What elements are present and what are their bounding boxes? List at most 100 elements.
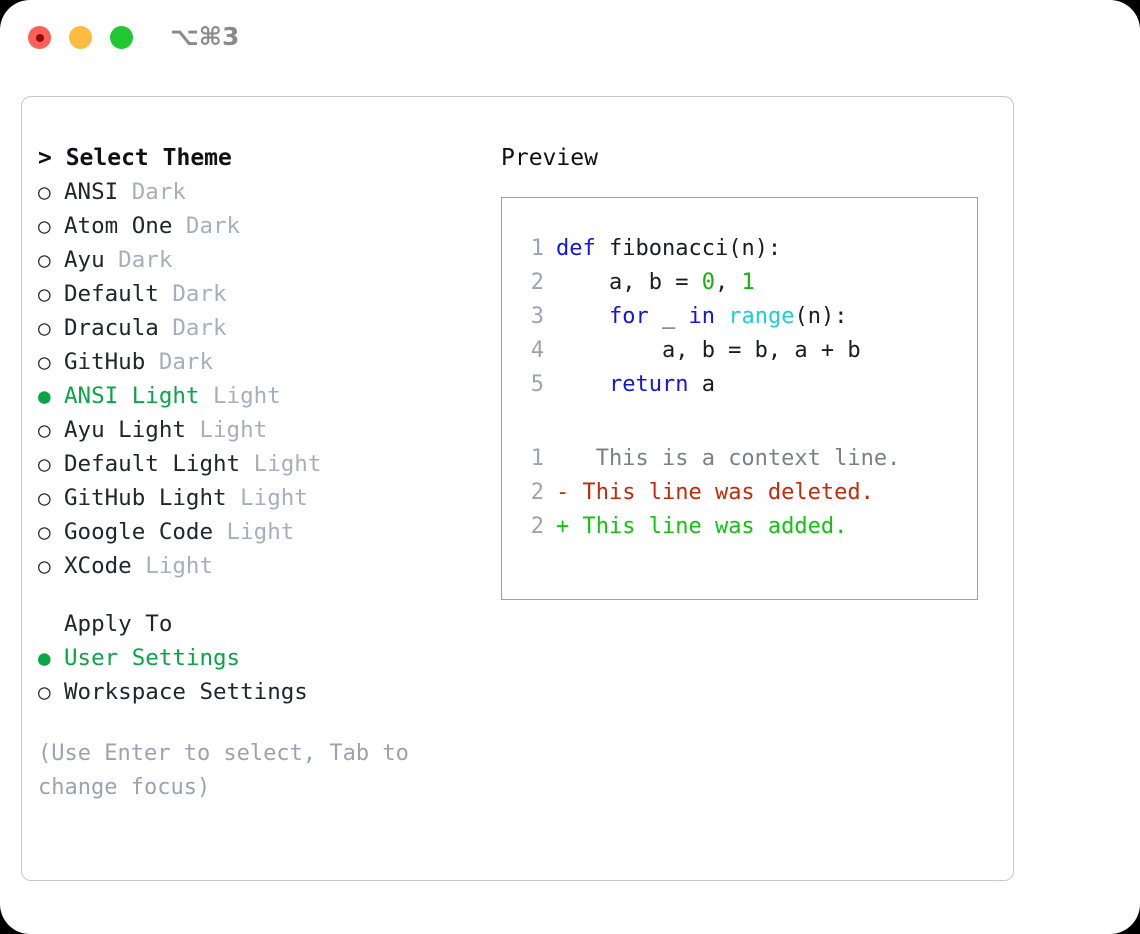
line-number: 2: [530, 270, 544, 295]
code-token: ,: [714, 270, 742, 295]
apply-to-header: Apply To: [64, 611, 173, 637]
diff-line: 1 This is a context line.: [518, 442, 977, 476]
theme-list-item[interactable]: ○ Google Code Light: [38, 515, 478, 549]
theme-list-item[interactable]: ○ XCode Light: [38, 549, 478, 583]
theme-variant-label: Light: [213, 519, 295, 545]
zoom-button-icon[interactable]: [110, 26, 133, 49]
line-number: 4: [530, 338, 544, 363]
diff-sign: -: [556, 480, 570, 505]
theme-list-item[interactable]: ○Default Dark: [38, 277, 478, 311]
code-line: 2 a, b = 0, 1: [518, 266, 977, 300]
line-number: 2: [530, 480, 544, 505]
theme-name-label: Default Light: [64, 451, 241, 477]
radio-unselected-icon[interactable]: ○: [38, 452, 51, 476]
theme-name-label: Google Code: [64, 519, 214, 545]
theme-variant-label: Dark: [158, 315, 227, 341]
theme-variant-label: Dark: [145, 349, 214, 375]
code-token: _: [648, 304, 689, 329]
tui-frame: > Select Theme ○ANSI Dark○Atom One Dark○…: [21, 96, 1014, 881]
section-spacer: [38, 583, 478, 607]
theme-variant-label: Dark: [118, 179, 186, 205]
theme-variant-label: Light: [226, 485, 308, 511]
keyboard-hint: (Use Enter to select, Tab to change focu…: [38, 741, 409, 800]
theme-name-label: Ayu: [64, 247, 105, 273]
radio-selected-icon[interactable]: ●: [38, 384, 51, 408]
line-number: 3: [530, 304, 544, 329]
apply-to-option[interactable]: ● User Settings: [38, 641, 478, 675]
theme-selector-column: > Select Theme ○ANSI Dark○Atom One Dark○…: [38, 141, 478, 805]
code-token: return: [608, 372, 689, 397]
theme-name-label: Ayu Light: [64, 417, 186, 443]
apply-to-label: User Settings: [64, 645, 241, 671]
select-theme-header: > Select Theme: [38, 141, 478, 175]
radio-unselected-icon[interactable]: ○: [38, 248, 51, 272]
theme-name-label: XCode: [64, 553, 132, 579]
code-token: a, b =: [556, 270, 702, 295]
apply-to-label: Workspace Settings: [64, 679, 308, 705]
apply-to-option[interactable]: ○ Workspace Settings: [38, 675, 478, 709]
theme-name-label: GitHub: [64, 349, 146, 375]
code-token: a, b = b, a + b: [556, 338, 861, 363]
theme-name-label: GitHub Light: [64, 485, 227, 511]
line-number: 2: [530, 514, 544, 539]
code-token: (n):: [794, 304, 848, 329]
theme-name-label: Default: [64, 281, 159, 307]
radio-unselected-icon[interactable]: ○: [38, 554, 51, 578]
theme-variant-label: Light: [185, 417, 268, 443]
diff-text: This line was added.: [569, 514, 848, 539]
theme-list-item[interactable]: ○ ANSI Dark: [38, 175, 478, 209]
theme-list-item[interactable]: ○ Dracula Dark: [38, 311, 478, 345]
code-token: in: [688, 304, 715, 329]
theme-list-item[interactable]: ●ANSI Light Light: [38, 379, 478, 413]
theme-list-item[interactable]: ○ Default Light Light: [38, 447, 478, 481]
title-bar: ⌥⌘3: [0, 0, 1140, 76]
close-button-icon[interactable]: [28, 26, 51, 49]
code-token: [556, 304, 609, 329]
radio-selected-icon[interactable]: ●: [38, 646, 51, 670]
diff-text: This line was deleted.: [569, 480, 874, 505]
code-token: a: [688, 372, 715, 397]
code-token: def: [556, 236, 596, 261]
radio-unselected-icon[interactable]: ○: [38, 520, 51, 544]
line-number: 5: [530, 372, 544, 397]
theme-variant-label: Light: [131, 553, 214, 579]
preview-title: Preview: [501, 145, 598, 171]
code-token: for: [608, 304, 649, 329]
diff-sign: +: [556, 514, 570, 539]
radio-unselected-icon[interactable]: ○: [38, 350, 51, 374]
diff-text: This is a context line.: [569, 446, 901, 471]
minimize-button-icon[interactable]: [69, 26, 92, 49]
radio-unselected-icon[interactable]: ○: [38, 316, 51, 340]
theme-list-item[interactable]: ○Atom One Dark: [38, 209, 478, 243]
radio-unselected-icon[interactable]: ○: [38, 486, 51, 510]
theme-name-label: ANSI Light: [64, 383, 200, 409]
theme-list-item[interactable]: ○ GitHub Dark: [38, 345, 478, 379]
radio-unselected-icon[interactable]: ○: [38, 680, 51, 704]
theme-list-item[interactable]: ○ Ayu Light Light: [38, 413, 478, 447]
radio-unselected-icon[interactable]: ○: [38, 418, 51, 442]
select-theme-title: > Select Theme: [38, 145, 232, 171]
code-token: fibonacci(n):: [595, 236, 782, 261]
theme-list[interactable]: ○ANSI Dark○Atom One Dark○Ayu Dark○Defaul…: [38, 175, 478, 583]
radio-unselected-icon[interactable]: ○: [38, 180, 51, 204]
theme-name-label: Dracula: [64, 315, 159, 341]
radio-unselected-icon[interactable]: ○: [38, 214, 51, 238]
diff-line: 2 + This line was added.: [518, 510, 977, 544]
code-token: range: [728, 304, 795, 329]
theme-list-item[interactable]: ○ Ayu Dark: [38, 243, 478, 277]
theme-name-label: ANSI: [64, 179, 119, 205]
code-line: 3 for _ in range(n):: [518, 300, 977, 334]
theme-variant-label: Dark: [172, 213, 241, 239]
code-diff-spacer: [518, 402, 977, 442]
apply-to-list[interactable]: ● User Settings ○ Workspace Settings: [38, 641, 478, 709]
theme-variant-label: Dark: [104, 247, 173, 273]
theme-variant-label: Light: [240, 451, 322, 477]
code-line: 5 return a: [518, 368, 977, 402]
theme-list-item[interactable]: ○ GitHub Light Light: [38, 481, 478, 515]
radio-unselected-icon[interactable]: ○: [38, 282, 51, 306]
